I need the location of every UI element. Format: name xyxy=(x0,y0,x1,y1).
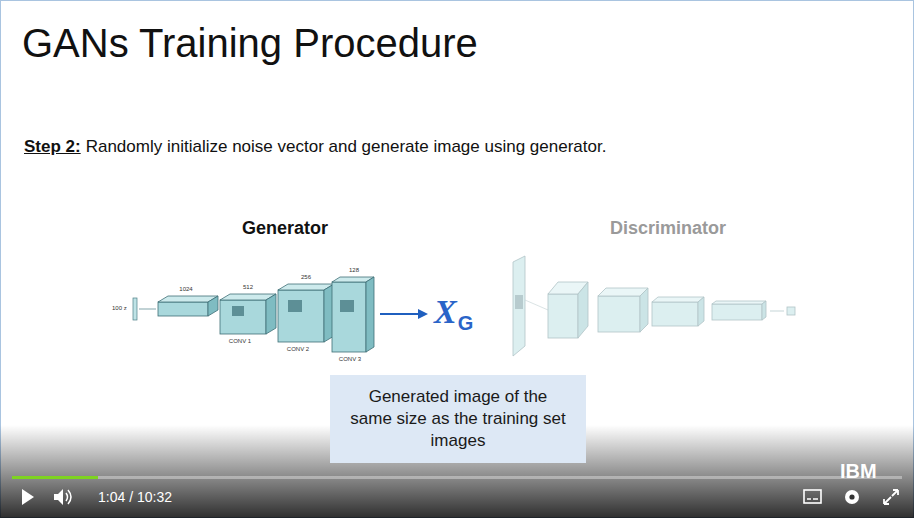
input-image xyxy=(513,256,525,356)
layer-side xyxy=(640,288,648,332)
layer-front xyxy=(158,302,208,316)
play-icon xyxy=(22,489,34,505)
output-unit xyxy=(787,307,795,315)
layer-size: 100 z xyxy=(112,305,127,312)
layer-link xyxy=(139,309,156,310)
fullscreen-icon xyxy=(884,490,898,504)
layer-side xyxy=(698,297,704,326)
kernel-patch xyxy=(232,306,244,316)
layer-side xyxy=(762,301,766,320)
kernel-patch xyxy=(340,300,354,312)
progress-track xyxy=(12,476,902,479)
layer-size: 512 xyxy=(243,284,253,291)
layer-front xyxy=(278,290,324,342)
step-label: Step 2: xyxy=(24,137,81,157)
layer-front xyxy=(598,296,640,332)
settings-icon xyxy=(845,490,859,504)
layer-front xyxy=(548,294,578,338)
volume-icon xyxy=(54,489,63,505)
noise-vector xyxy=(133,298,137,320)
slide-title: GANs Training Procedure xyxy=(22,20,478,66)
note-box: Generated image of the same size as the … xyxy=(330,375,586,463)
settings-hole xyxy=(849,494,854,499)
layer-side xyxy=(578,282,588,338)
layer-front xyxy=(652,302,698,326)
layer-front xyxy=(220,300,266,334)
layer-front xyxy=(712,304,762,320)
layer-name: CONV 3 xyxy=(339,356,361,363)
layer-top xyxy=(598,288,648,296)
section-heading: Generator xyxy=(242,218,328,239)
arrow-head xyxy=(418,309,428,319)
discriminator-net xyxy=(513,256,795,356)
progress-fill xyxy=(12,476,98,479)
layer-size: 128 xyxy=(349,267,359,274)
kernel-patch xyxy=(288,300,302,312)
layer-name: CONV 2 xyxy=(287,346,309,353)
symbol-main: X xyxy=(434,292,457,331)
layer-name: CONV 1 xyxy=(229,338,251,345)
layer-front xyxy=(332,282,366,352)
captions-icon xyxy=(804,490,821,503)
kernel-patch xyxy=(515,295,523,309)
layer-top xyxy=(652,297,704,302)
video-time: 1:04 / 10:32 xyxy=(98,489,172,505)
section-heading-faded: Discriminator xyxy=(610,218,726,239)
volume-waves xyxy=(66,490,71,504)
layer-size: 1024 xyxy=(179,286,192,293)
layer-link xyxy=(525,300,548,310)
layer-side xyxy=(266,294,276,334)
output-arrow xyxy=(380,313,418,315)
step-text: Randomly initialize noise vector and gen… xyxy=(86,137,607,157)
symbol-subscript: G xyxy=(458,312,474,335)
captions-lines xyxy=(807,498,818,500)
layer-link xyxy=(770,311,784,312)
brand-logo: IBM xyxy=(840,460,877,483)
layer-side xyxy=(366,277,374,352)
layer-side xyxy=(208,296,218,316)
layer-size: 256 xyxy=(301,274,311,281)
box-text: Generated image of the same size as the … xyxy=(350,386,566,452)
layer-top xyxy=(712,301,766,304)
